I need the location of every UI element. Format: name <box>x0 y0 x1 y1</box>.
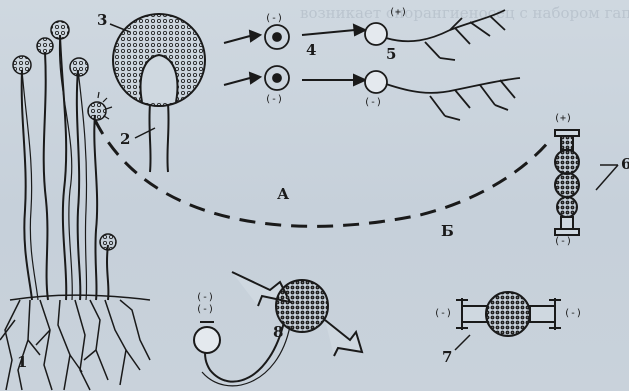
spores-pair <box>265 25 289 90</box>
label-2: 2 <box>120 132 130 147</box>
region-label-a: А <box>277 187 289 202</box>
sign-germ-top: (-) <box>196 293 214 303</box>
arrows <box>224 25 365 85</box>
sign-minus-spore: (-) <box>265 95 283 105</box>
label-7: 7 <box>442 350 452 365</box>
life-cycle-dashed-path <box>95 120 550 226</box>
label-1: 1 <box>17 355 27 370</box>
germinating-hyphae <box>365 10 520 120</box>
label-4: 4 <box>306 43 316 58</box>
sign-zygospore-right: (-) <box>564 309 582 319</box>
sporangium-enlarged <box>113 14 205 172</box>
sign-germ-bottom: (-) <box>196 305 214 315</box>
region-label-b: Б <box>441 224 454 239</box>
sign-minus-hypha: (-) <box>364 98 382 108</box>
sign-minus-gametangium: (-) <box>554 237 572 247</box>
label-5: 5 <box>386 47 396 62</box>
label-6: 6 <box>621 157 629 172</box>
mycelium-with-sporangiophores <box>22 35 109 300</box>
label-3: 3 <box>97 13 107 28</box>
sign-plus-gametangium: (+) <box>554 114 572 124</box>
sign-zygospore-left: (-) <box>434 309 452 319</box>
mycelium-roots <box>0 295 150 390</box>
gametangia-zygote-column <box>555 130 579 235</box>
label-8: 8 <box>273 325 283 340</box>
sign-plus-spore: (-) <box>265 14 283 24</box>
zygospore <box>456 292 561 336</box>
sign-plus-hypha: (+) <box>389 8 407 18</box>
